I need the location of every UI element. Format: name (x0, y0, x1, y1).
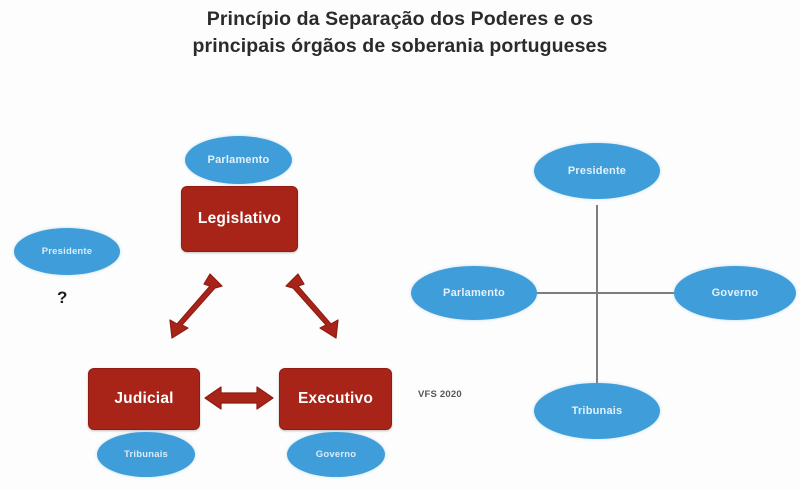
left-organ-tribunais-label: Tribunais (123, 449, 169, 460)
right-node-governo: Governo (674, 266, 796, 320)
left-organ-presidente: Presidente (14, 228, 120, 275)
power-box-judicial: Judicial (88, 368, 200, 430)
page-title-line-2: principais órgãos de soberania portugues… (192, 35, 608, 57)
right-node-parlamento: Parlamento (411, 266, 537, 320)
left-organ-tribunais: Tribunais (97, 432, 195, 477)
left-organ-governo-label: Governo (315, 449, 357, 460)
power-box-legislativo-label: Legislativo (197, 210, 282, 227)
right-node-parlamento-label: Parlamento (443, 287, 505, 299)
left-organ-parlamento: Parlamento (185, 136, 292, 184)
power-box-judicial-label: Judicial (114, 390, 174, 407)
cross-line-horizontal (533, 292, 678, 294)
left-organ-governo: Governo (287, 432, 385, 477)
right-node-governo-label: Governo (711, 287, 759, 299)
left-organ-parlamento-label: Parlamento (207, 154, 270, 166)
watermark: VFS 2020 (418, 389, 462, 400)
power-box-legislativo: Legislativo (181, 186, 298, 252)
right-node-tribunais: Tribunais (534, 383, 660, 439)
cross-line-vertical (596, 205, 598, 390)
right-node-tribunais-label: Tribunais (571, 405, 623, 417)
right-node-presidente: Presidente (534, 143, 660, 199)
page-title: Princípio da Separação dos Poderes e os … (0, 6, 800, 60)
power-box-executivo-label: Executivo (297, 390, 374, 407)
arrow-judicial-legislativo (169, 273, 223, 339)
unknown-marker: ? (57, 288, 68, 307)
power-box-executivo: Executivo (279, 368, 392, 430)
right-node-presidente-label: Presidente (567, 165, 627, 177)
arrow-legislativo-executivo (285, 273, 339, 339)
arrow-judicial-executivo (204, 386, 274, 410)
left-organ-presidente-label: Presidente (41, 246, 93, 257)
page-title-line-1: Princípio da Separação dos Poderes e os (206, 8, 594, 30)
